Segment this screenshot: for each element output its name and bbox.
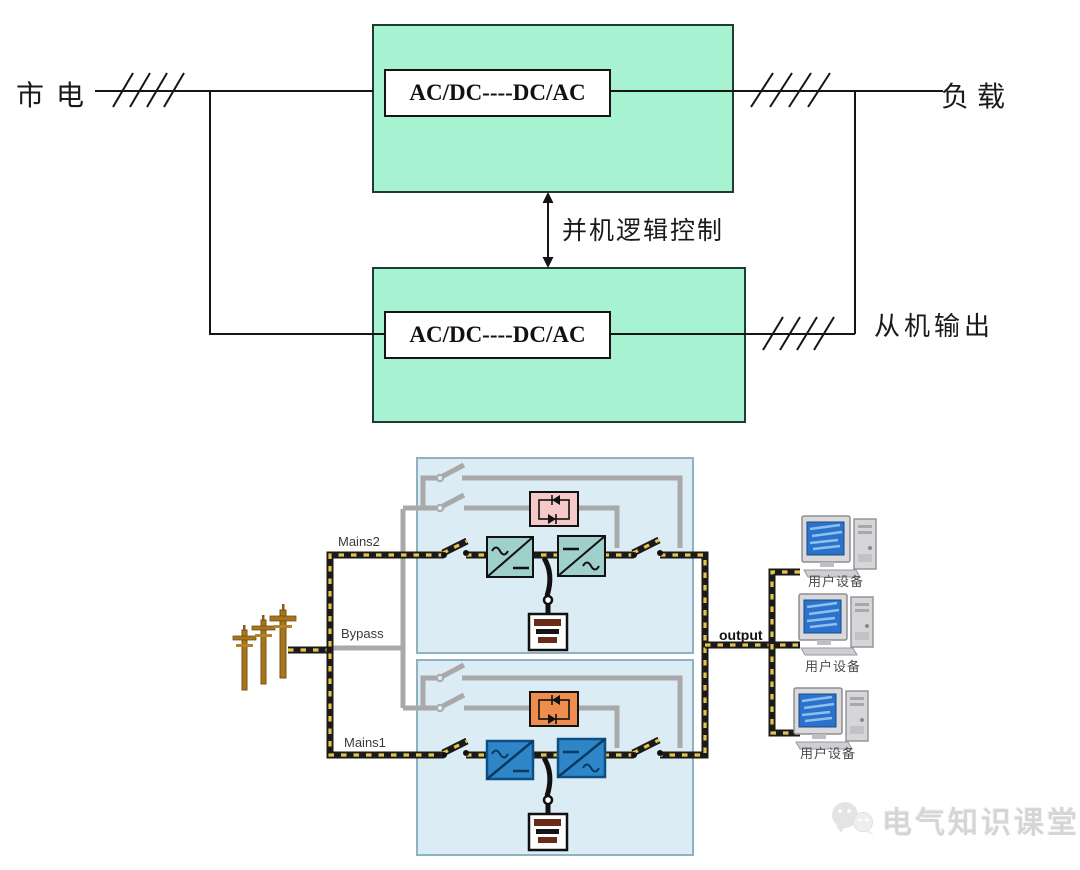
- parallel-logic-label: 并机逻辑控制: [562, 218, 725, 245]
- utility-poles-icon: [232, 604, 297, 691]
- breaker-icon: [435, 462, 466, 713]
- output-label: output: [719, 627, 763, 643]
- static-switch-1: [529, 491, 579, 527]
- user-device-label: 用户设备: [808, 574, 865, 589]
- wechat-logo-icon: [832, 802, 875, 836]
- diode-icon: [548, 714, 557, 724]
- diode-icon: [551, 495, 560, 505]
- hash-marks-icon: [112, 72, 185, 108]
- watermark-text: 电气知识课堂: [882, 807, 1080, 840]
- slave-ups-label-box: AC/DC----DC/AC: [384, 311, 611, 359]
- rectifier-2: [485, 739, 535, 781]
- load-label: 负载: [941, 82, 1014, 113]
- load-output-line: [605, 90, 943, 335]
- mains2-label: Mains2: [338, 534, 380, 549]
- desktop-computer-icon: [792, 686, 870, 751]
- static-switch-2: [529, 691, 579, 727]
- user-device-label: 用户设备: [805, 659, 862, 674]
- inverter-2: [556, 737, 607, 779]
- bypass-wire: [332, 475, 683, 748]
- diode-icon: [548, 514, 557, 524]
- parallel-control-arrow-icon: [542, 192, 554, 268]
- battery-1-icon: [527, 556, 569, 652]
- desktop-computer-icon: [797, 592, 875, 657]
- inverter-1: [557, 535, 606, 577]
- master-ups-label-box: AC/DC----DC/AC: [384, 69, 611, 117]
- hash-marks-icon: [750, 72, 831, 108]
- mains-input-line: [95, 90, 385, 335]
- desktop-computer-icon: [800, 514, 878, 579]
- diode-icon: [551, 695, 560, 705]
- breaker-icon: [441, 536, 663, 758]
- mains-label: 市电: [16, 81, 97, 112]
- bypass-label: Bypass: [341, 626, 384, 641]
- rectifier-1: [486, 536, 534, 578]
- battery-2-icon: [527, 756, 569, 852]
- user-device-label: 用户设备: [800, 746, 857, 761]
- slave-output-label: 从机输出: [874, 312, 995, 341]
- hash-marks-icon: [762, 316, 835, 351]
- mains1-label: Mains1: [344, 735, 386, 750]
